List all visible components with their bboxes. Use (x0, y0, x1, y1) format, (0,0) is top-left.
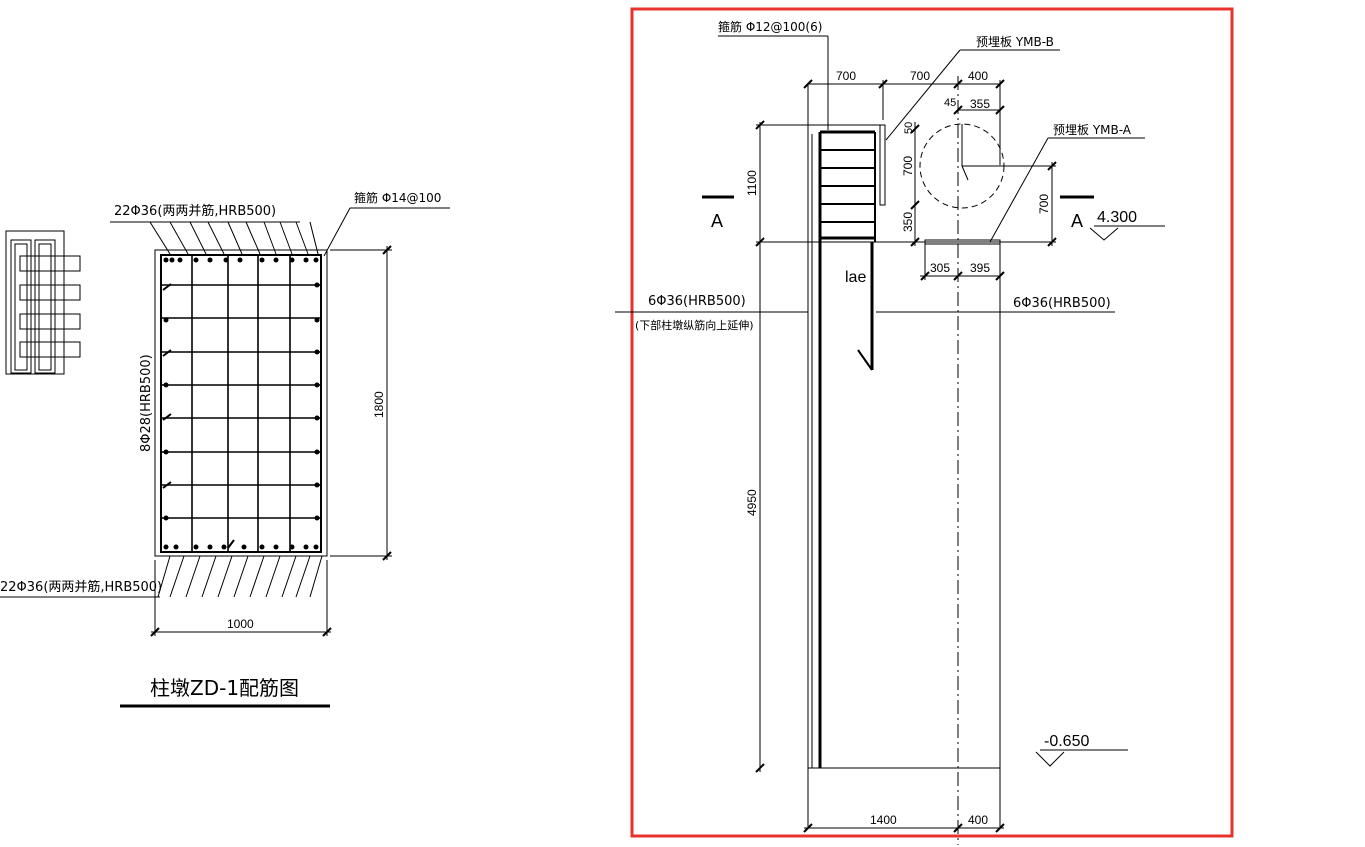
dim-width-label: 1000 (227, 617, 254, 631)
pier-section (154, 249, 328, 557)
bars-left-label: 6Φ36(HRB500) (648, 294, 746, 309)
dim-1100: 1100 (745, 170, 759, 196)
dim-45: 45 (944, 97, 956, 109)
dim-400-bottom: 400 (968, 813, 988, 827)
highlight-frame (630, 7, 1234, 838)
left-title: 柱墩ZD-1配筋图 (150, 676, 299, 700)
dim-4950: 4950 (745, 489, 759, 516)
bars-right-label: 6Φ36(HRB500) (1013, 296, 1111, 311)
elev-top-label: 4.300 (1097, 209, 1137, 226)
plate-a-label: 预埋板 YMB-A (1053, 123, 1132, 137)
dim-top-1: 700 (836, 69, 856, 83)
dim-700-a: 700 (901, 156, 915, 176)
dim-height-label: 1800 (372, 391, 386, 418)
bars-left-note: (下部柱墩纵筋向上延伸) (635, 318, 754, 332)
dim-395: 395 (970, 261, 990, 275)
dim-top-2: 700 (910, 69, 930, 83)
bottom-bars-leaders (0, 555, 323, 598)
left-dimensions (150, 245, 392, 637)
stirrup-sketch (5, 230, 81, 375)
stirrup-label: 箍筋 Φ14@100 (354, 190, 441, 205)
dim-305: 305 (930, 261, 950, 275)
elevation-dimensions (755, 79, 1057, 833)
dim-355: 355 (970, 97, 990, 111)
section-a-left: A (711, 211, 723, 231)
plate-b-label: 预埋板 YMB-B (976, 35, 1054, 49)
dim-700-b: 700 (1037, 194, 1051, 214)
bottom-bars-label: 22Φ36(两两并筋,HRB500) (0, 579, 162, 595)
dim-350: 350 (901, 212, 915, 232)
lae-label: lae (845, 269, 866, 286)
dim-1400: 1400 (870, 813, 897, 827)
dim-50: 50 (903, 122, 915, 134)
top-bars-leaders (110, 207, 450, 257)
section-a-right: A (1071, 211, 1083, 231)
elevation-drawing (615, 76, 1165, 845)
elev-stirrup-label: 箍筋 Φ12@100(6) (718, 19, 822, 34)
top-bars-label: 22Φ36(两两并筋,HRB500) (114, 203, 276, 219)
side-bars-label: 8Φ28(HRB500) (139, 354, 154, 452)
elevation-leaders (718, 35, 1145, 243)
dim-top-3: 400 (968, 69, 988, 83)
elev-bottom-label: -0.650 (1044, 733, 1089, 750)
